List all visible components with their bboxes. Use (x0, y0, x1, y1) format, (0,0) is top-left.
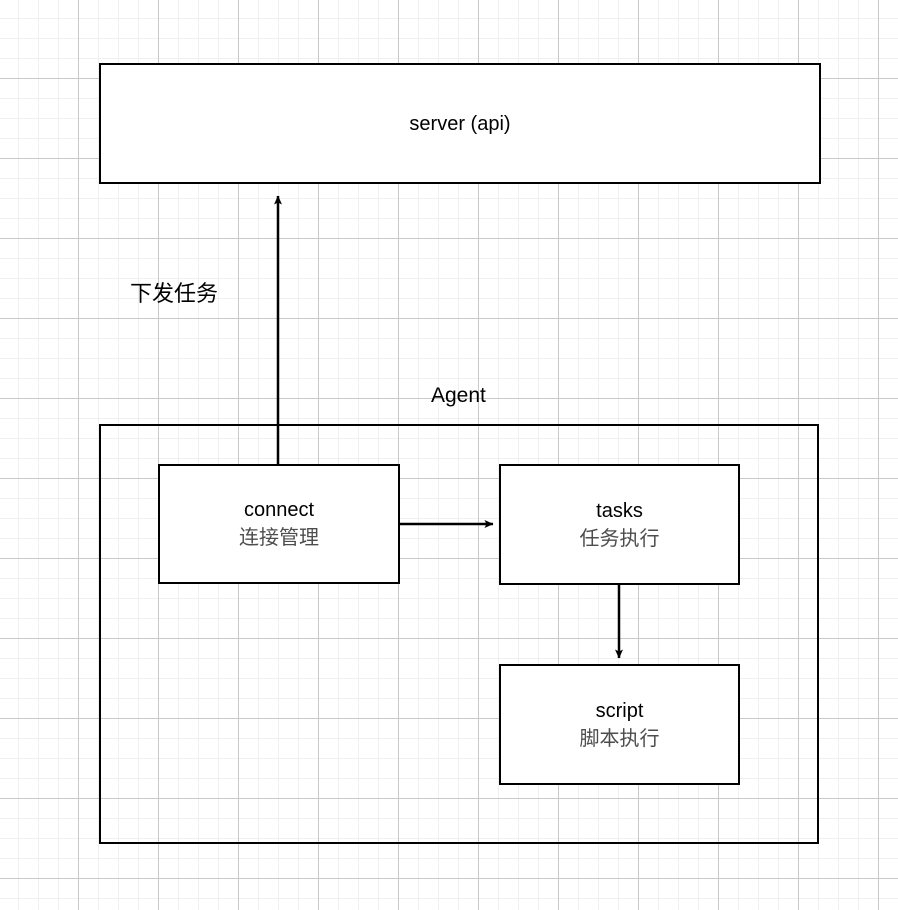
node-tasks[interactable]: tasks 任务执行 (499, 464, 740, 585)
node-script-subtitle: 脚本执行 (579, 727, 660, 750)
agent-group-label: Agent (431, 384, 486, 407)
agent-container[interactable] (99, 424, 819, 844)
node-connect-subtitle: 连接管理 (239, 527, 319, 549)
edge-label-dispatch-task: 下发任务 (130, 281, 219, 306)
node-server[interactable]: server (api) (99, 63, 821, 184)
node-connect[interactable]: connect 连接管理 (158, 464, 400, 584)
node-connect-title: connect (243, 499, 315, 521)
node-tasks-subtitle: 任务执行 (579, 527, 660, 550)
node-server-title: server (api) (409, 112, 511, 135)
node-script[interactable]: script 脚本执行 (499, 664, 740, 785)
node-script-title: script (595, 699, 644, 722)
node-tasks-title: tasks (596, 499, 643, 522)
